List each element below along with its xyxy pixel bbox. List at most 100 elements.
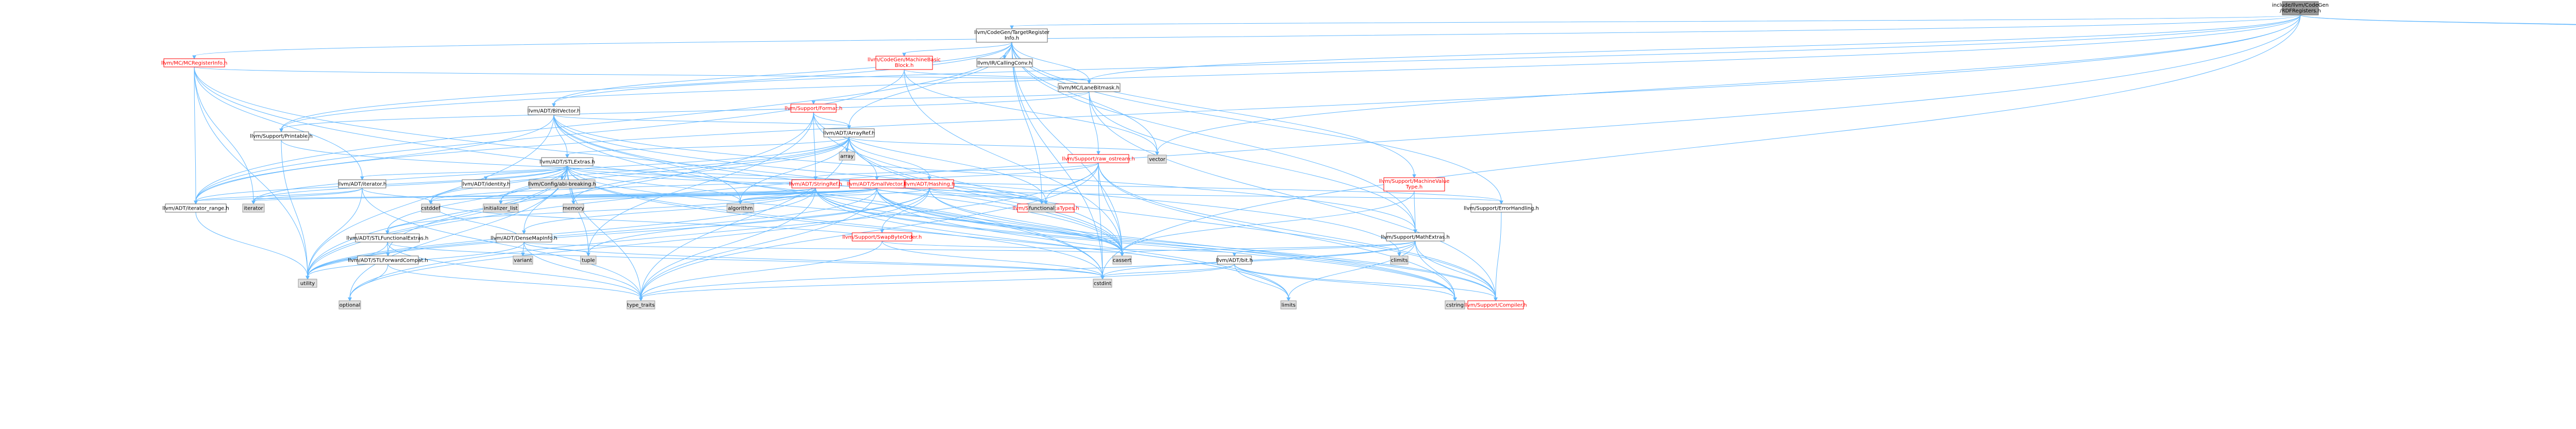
node-variant[interactable]: variant — [513, 255, 533, 265]
node-configbreak[interactable]: llvm/Config/abi-breaking.h — [528, 179, 596, 188]
node-swapbyte[interactable]: llvm/Support/SwapByteOrder.h — [842, 232, 922, 242]
arrowhead-format-to-arrayref — [847, 125, 851, 130]
arrowhead-stlextras-to-identity — [484, 176, 488, 181]
edge-stlextras-to-cassert — [567, 165, 1123, 254]
node-limits[interactable]: limits — [1280, 300, 1297, 310]
node-box — [462, 179, 510, 188]
node-functional[interactable]: functional — [1028, 203, 1056, 213]
node-box — [242, 203, 265, 213]
node-iterator[interactable]: llvm/ADT/iterator.h — [338, 179, 386, 188]
edge-bitvector-to-climits — [553, 114, 1400, 254]
node-box — [1470, 203, 1532, 213]
edge-rawostream-to-stringref — [815, 162, 1099, 178]
node-cassert[interactable]: cassert — [1112, 255, 1132, 265]
node-iteratorstd[interactable]: iterator — [242, 203, 265, 213]
edge-root-to-lanebm — [1089, 14, 2301, 81]
node-hashing[interactable]: llvm/ADT/Hashing.h — [904, 179, 955, 188]
node-cstdint[interactable]: cstdint — [1093, 279, 1112, 288]
edge-arrayref-to-cstddef — [430, 136, 850, 202]
edge-bit-to-typetraits — [640, 264, 1235, 299]
node-box — [163, 58, 225, 67]
node-smallvector[interactable]: llvm/ADT/SmallVector.h — [847, 179, 907, 188]
edge-ctri-to-bitvector — [553, 42, 1012, 105]
node-stlforward[interactable]: llvm/ADT/STLForwardCompat.h — [348, 255, 428, 265]
node-densemapinfo[interactable]: llvm/ADT/DenseMapInfo.h — [490, 233, 557, 243]
node-box — [875, 56, 933, 70]
node-label: memory — [563, 206, 584, 212]
edge-ctri-to-printable — [281, 42, 1012, 130]
arrowhead-lanebm-to-rawostream — [1096, 151, 1100, 156]
arrowhead-smallvector-to-initlist — [499, 200, 503, 205]
edge-format-to-utility — [307, 112, 814, 277]
node-initlist[interactable]: initializer_list — [483, 203, 519, 213]
node-typetraits[interactable]: type_traits — [626, 300, 655, 310]
node-compiler[interactable]: llvm/Support/Compiler.h — [1464, 300, 1527, 310]
edge-stlextras-to-iterator — [362, 165, 568, 178]
node-bitvector[interactable]: llvm/ADT/BitVector.h — [528, 106, 581, 115]
node-array[interactable]: array — [839, 151, 855, 161]
node-label: llvm/IR/CallingConv.h — [977, 61, 1032, 66]
node-box — [338, 179, 386, 188]
node-stlextras[interactable]: llvm/ADT/STLExtras.h — [539, 157, 595, 166]
edge-stlfunctional-to-cstdint — [387, 242, 1103, 277]
node-label: llvm/Support/raw_ostream.h — [1062, 157, 1135, 162]
node-lanebm[interactable]: llvm/MC/LaneBitmask.h — [1058, 83, 1121, 92]
node-mcreg[interactable]: llvm/MC/MCRegisterInfo.h — [161, 58, 228, 67]
node-bit[interactable]: llvm/ADT/bit.h — [1216, 255, 1253, 265]
node-cstddef[interactable]: cstddef — [421, 203, 440, 213]
node-stringref[interactable]: llvm/ADT/StringRef.h — [789, 179, 842, 188]
node-tuple[interactable]: tuple — [580, 255, 597, 265]
node-box — [1067, 154, 1129, 163]
arrowhead-hashing-to-algorithm — [738, 200, 742, 205]
node-label: llvm/ADT/STLFunctionalExtras.h — [346, 236, 428, 242]
node-box — [1112, 255, 1132, 265]
node-identity[interactable]: llvm/ADT/identity.h — [462, 179, 511, 188]
node-memory[interactable]: memory — [563, 203, 584, 213]
node-box — [1058, 83, 1121, 92]
edge-bitvector-to-iterrange — [195, 114, 554, 202]
node-utility[interactable]: utility — [298, 279, 317, 288]
node-box — [839, 151, 855, 161]
node-climits[interactable]: climits — [1390, 255, 1409, 265]
node-iterrange[interactable]: llvm/ADT/iterator_range.h — [162, 203, 229, 213]
edge-ctri-to-vector — [1011, 42, 1158, 153]
node-callconv[interactable]: llvm/IR/CallingConv.h — [976, 58, 1033, 67]
node-vector[interactable]: vector — [1147, 155, 1167, 164]
edge-rawostream-to-optional — [349, 162, 1099, 299]
node-label: llvm/ADT/StringRef.h — [789, 182, 842, 187]
node-label: llvm/Support/Printable.h — [250, 134, 312, 140]
node-arrayref[interactable]: llvm/ADT/ArrayRef.h — [823, 128, 875, 138]
node-box — [790, 104, 837, 113]
node-optional[interactable]: optional — [338, 300, 361, 310]
node-label: llvm/ADT/SmallVector.h — [847, 182, 907, 187]
edge-mcreg-to-iterrange — [194, 66, 196, 202]
arrowhead-root-to-mcreg — [192, 55, 196, 60]
edge-rawostream-to-typetraits — [640, 162, 1099, 299]
edge-smallvector-to-memory — [573, 187, 877, 202]
node-algorithm[interactable]: algorithm — [726, 203, 754, 213]
edge-arrayref-to-algorithm — [740, 136, 850, 202]
node-rawostream[interactable]: llvm/Support/raw_ostream.h — [1062, 154, 1135, 163]
edge-stlextras-to-densemapinfo — [523, 165, 568, 232]
node-errorhandling[interactable]: llvm/Support/ErrorHandling.h — [1464, 203, 1539, 213]
node-label: llvm/ADT/STLExtras.h — [539, 160, 595, 165]
node-stlfunctional[interactable]: llvm/ADT/STLFunctionalExtras.h — [346, 233, 429, 243]
edge-stlextras-to-typetraits — [567, 165, 641, 299]
node-box — [823, 128, 875, 138]
edge-stlextras-to-stlfunctional — [387, 165, 568, 232]
edge-smallvector-to-initlist — [500, 187, 877, 202]
edge-rawostream-to-dataTypes — [1045, 162, 1099, 202]
node-mathextras[interactable]: llvm/Support/MathExtras.h — [1381, 232, 1450, 242]
node-format[interactable]: llvm/Support/Format.h — [785, 104, 842, 113]
arrowhead-machinevalue-to-mathextras — [1413, 229, 1417, 234]
node-cstring[interactable]: cstring — [1445, 300, 1465, 310]
edge-stlextras-to-optional — [349, 165, 568, 299]
node-label: llvm/MC/MCRegisterInfo.h — [161, 61, 228, 66]
node-printable[interactable]: llvm/Support/Printable.h — [250, 131, 313, 141]
arrowhead-smallvector-to-memory — [571, 200, 575, 205]
arrowhead-densemapinfo-to-cstddef — [429, 200, 433, 205]
arrowhead-hashing-to-dataTypes — [1044, 200, 1048, 205]
